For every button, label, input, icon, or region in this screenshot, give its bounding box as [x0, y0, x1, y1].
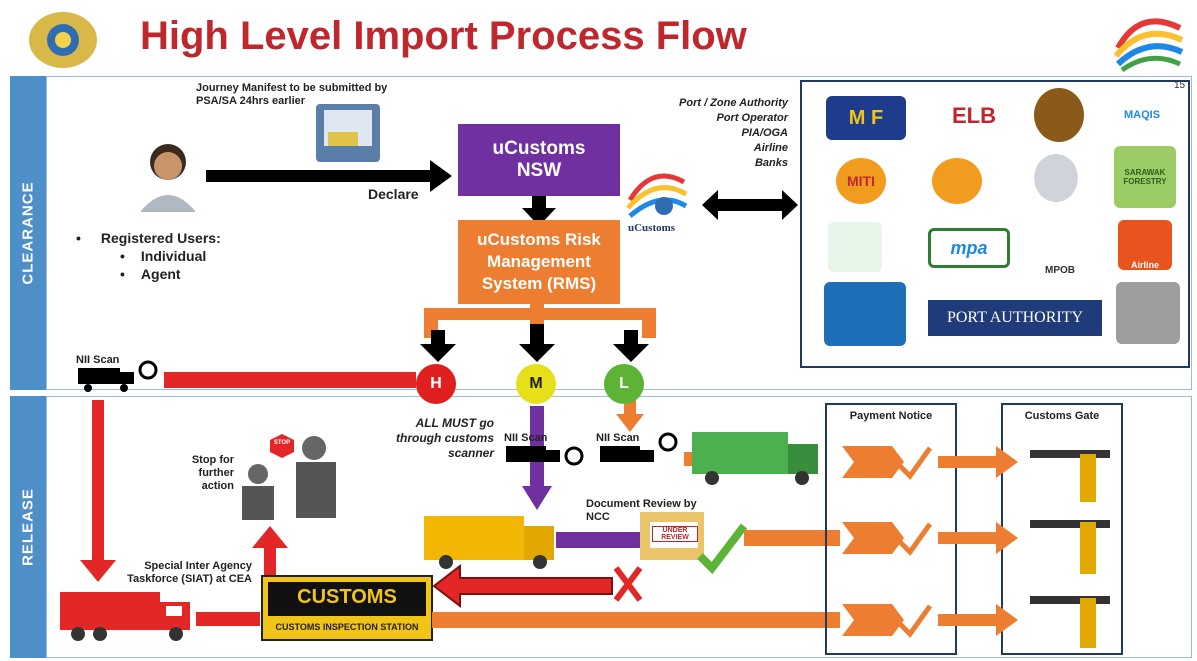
reject-cross — [613, 566, 643, 602]
registered-users: •Registered Users: •Individual •Agent — [76, 230, 221, 282]
police-logo — [1034, 154, 1078, 202]
nii-scan-label-left: NII Scan — [76, 354, 120, 366]
customs-gate-label: Customs Gate — [1024, 410, 1100, 422]
stop-sign-text: STOP — [273, 440, 291, 446]
stop-note: Stop for further action — [191, 454, 234, 492]
nii-scan-label-low: NII Scan — [596, 432, 640, 444]
manifest-note: Journey Manifest to be submitted by PSA/… — [196, 82, 388, 107]
red-down-arrow — [80, 400, 116, 582]
red-up-arrow — [252, 526, 288, 598]
red-truck-icon — [60, 592, 190, 641]
high-down-arrow — [420, 330, 456, 362]
bidirectional-arrow — [702, 190, 798, 220]
to-review-path — [556, 532, 642, 548]
airline-logo: Airline — [1118, 220, 1172, 270]
rms-line2: Management — [487, 252, 591, 271]
authority-item: Banks — [754, 157, 788, 169]
agency-leaf-logo — [828, 222, 882, 272]
elb-logo: ELB — [952, 103, 996, 128]
station-to-payment-path — [432, 612, 840, 628]
customs-station-caption: CUSTOMS INSPECTION STATION — [275, 622, 419, 632]
agency-emblem-logo — [932, 158, 982, 204]
high-red-path — [164, 372, 416, 388]
gate-barrier-top — [1030, 450, 1110, 502]
rms-box: uCustoms Risk Management System (RMS) — [458, 220, 620, 304]
page-title: High Level Import Process Flow — [140, 14, 747, 58]
ucustoms-logo-text: uCustoms — [628, 222, 676, 234]
truck-to-station-path — [196, 612, 260, 626]
manifest-document-icon — [316, 104, 380, 162]
nsw-line1: uCustoms — [492, 138, 586, 159]
nii-scan-label-medium: NII Scan — [504, 432, 548, 444]
mpa-logo: mpa — [928, 228, 1010, 268]
port-authority-logo: PORT AUTHORITY — [928, 300, 1102, 336]
document-review-label: Document Review by NCC — [586, 498, 697, 523]
nsw-line2: NSW — [516, 160, 562, 181]
green-truck-icon — [692, 432, 818, 485]
page-number: 15 — [1174, 80, 1186, 91]
payment-notice-label: Payment Notice — [849, 410, 933, 422]
high-risk-circle: H — [416, 364, 456, 404]
nii-scan-low-truck-icon — [600, 432, 678, 462]
payment-notice-frame — [825, 403, 957, 655]
low-down-arrow — [613, 330, 649, 362]
release-sidebar: RELEASE — [10, 396, 46, 658]
clearance-sidebar: CLEARANCE — [10, 76, 46, 390]
nsw-to-rms-arrow — [522, 196, 556, 226]
siat-note: Special Inter Agency Taskforce (SIAT) at… — [127, 560, 252, 585]
stop-officer-icon — [242, 434, 336, 520]
yellow-truck-icon — [424, 516, 554, 569]
low-risk-circle: L — [604, 364, 644, 404]
review-to-payment-path — [744, 530, 840, 546]
red-back-arrow — [432, 563, 613, 609]
sarawak-forestry-logo: SARAWAK FORESTRY — [1114, 146, 1176, 208]
ucustoms-swirl-icon — [626, 173, 688, 218]
gate-barrier-middle — [1030, 520, 1110, 574]
miti-logo: MITI — [836, 158, 886, 204]
payment-icon-top — [842, 446, 904, 478]
authority-item: Airline — [753, 142, 788, 154]
medium-down-arrow — [519, 324, 555, 362]
gate-barrier-bottom — [1030, 596, 1110, 648]
port-ship-logo — [824, 282, 906, 346]
payment-icon-bottom — [842, 604, 904, 636]
registered-user-item: Individual — [140, 248, 207, 264]
authority-item: PIA/OGA — [741, 127, 788, 139]
payment-icon-middle — [842, 522, 904, 554]
all-must-note: ALL MUST go through customs scanner — [396, 416, 494, 460]
crest-logo — [22, 6, 104, 72]
customs-sign: CUSTOMS — [297, 586, 397, 608]
authority-item: Port / Zone Authority — [679, 97, 788, 109]
maqis-logo: MAQIS — [1123, 109, 1161, 121]
agency-emblem-logo — [1034, 88, 1084, 142]
brand-swirl-logo — [1110, 8, 1188, 78]
declare-arrow — [206, 160, 452, 192]
medium-risk-circle: M — [516, 364, 556, 404]
declare-label: Declare — [368, 186, 419, 202]
authorities-list: Port / Zone Authority Port Operator PIA/… — [644, 96, 788, 171]
registered-user-item: Agent — [140, 266, 181, 282]
under-review-stamp: UNDER REVIEW — [652, 526, 698, 542]
rms-line3: System (RMS) — [481, 274, 597, 293]
mpob-logo: MPOB — [1045, 265, 1075, 276]
authority-item: Port Operator — [716, 112, 788, 124]
bank-building-logo — [1116, 282, 1180, 344]
user-icon — [140, 144, 196, 212]
customs-gate-frame — [1001, 403, 1123, 655]
registered-users-heading: Registered Users: — [100, 230, 221, 246]
nii-scan-truck-icon — [78, 360, 158, 392]
ucustoms-nsw-box: uCustoms NSW — [458, 124, 620, 196]
rms-line1: uCustoms Risk — [477, 230, 601, 249]
mof-logo: M F — [826, 96, 906, 140]
nii-scan-medium-truck-icon — [506, 446, 584, 466]
